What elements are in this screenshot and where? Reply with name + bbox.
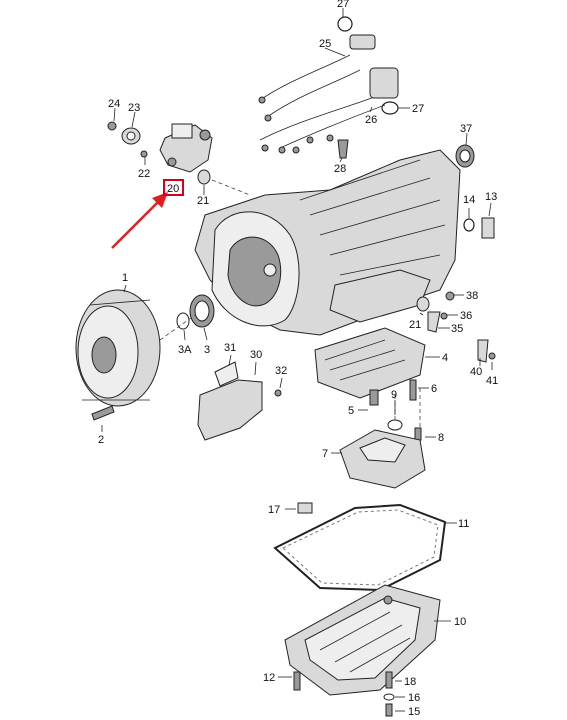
callout-22: 22 [138, 168, 150, 180]
callout-38: 38 [466, 290, 478, 302]
callout-24: 24 [108, 98, 120, 110]
callout-3A: 3A [178, 344, 192, 356]
callout-labels: 27 25 24 23 26 27 37 22 28 20 21 14 13 1… [98, 0, 498, 718]
callout-26: 26 [365, 114, 377, 126]
small-parts-23-24-22-21 [107, 121, 211, 185]
callout-25: 25 [319, 38, 331, 50]
callout-5: 5 [348, 405, 354, 417]
oil-filter [339, 429, 426, 489]
callout-32: 32 [275, 365, 287, 377]
bolt-2 [91, 405, 115, 421]
mechatronic-parts [197, 361, 282, 441]
callout-40: 40 [470, 366, 482, 378]
callout-28: 28 [334, 163, 346, 175]
callout-31: 31 [224, 342, 236, 354]
selector-sensor [159, 123, 213, 173]
callout-17: 17 [268, 504, 280, 516]
gasket [273, 502, 447, 592]
callout-7: 7 [322, 448, 328, 460]
torque-converter [75, 289, 161, 407]
callout-36: 36 [460, 310, 472, 322]
callout-1: 1 [122, 272, 128, 284]
bottom-bolts [293, 671, 395, 717]
callout-16: 16 [408, 692, 420, 704]
callout-3: 3 [204, 344, 210, 356]
seal-rings [176, 294, 215, 330]
oil-pan [284, 584, 441, 696]
callout-2: 2 [98, 434, 104, 446]
callout-15: 15 [408, 706, 420, 718]
callout-13: 13 [485, 191, 497, 203]
highlight-arrow [111, 192, 168, 249]
callout-21-top: 21 [197, 195, 209, 207]
callout-10: 10 [454, 616, 466, 628]
callout-18: 18 [404, 676, 416, 688]
callout-11: 11 [458, 518, 469, 530]
callout-12: 12 [263, 672, 275, 684]
callout-14: 14 [463, 194, 475, 206]
leader-lines [101, 8, 493, 712]
callout-23: 23 [128, 102, 140, 114]
valve-body [314, 327, 426, 441]
reference-lines [159, 179, 421, 430]
wiring-harness [258, 16, 399, 159]
transmission-housing [194, 149, 461, 336]
callout-20: 20 [167, 183, 179, 195]
callout-37: 37 [460, 123, 472, 135]
callout-8: 8 [438, 432, 444, 444]
callout-9: 9 [391, 389, 397, 401]
highlight-box [163, 179, 184, 196]
callout-30: 30 [250, 349, 262, 361]
callout-21-right: 21 [409, 319, 421, 331]
callout-27-top: 27 [337, 0, 349, 10]
callout-4: 4 [442, 352, 448, 364]
right-small-parts [416, 144, 496, 363]
callout-27-right: 27 [412, 103, 424, 115]
callout-6: 6 [431, 383, 437, 395]
callout-35: 35 [451, 323, 463, 335]
callout-41: 41 [486, 375, 498, 387]
